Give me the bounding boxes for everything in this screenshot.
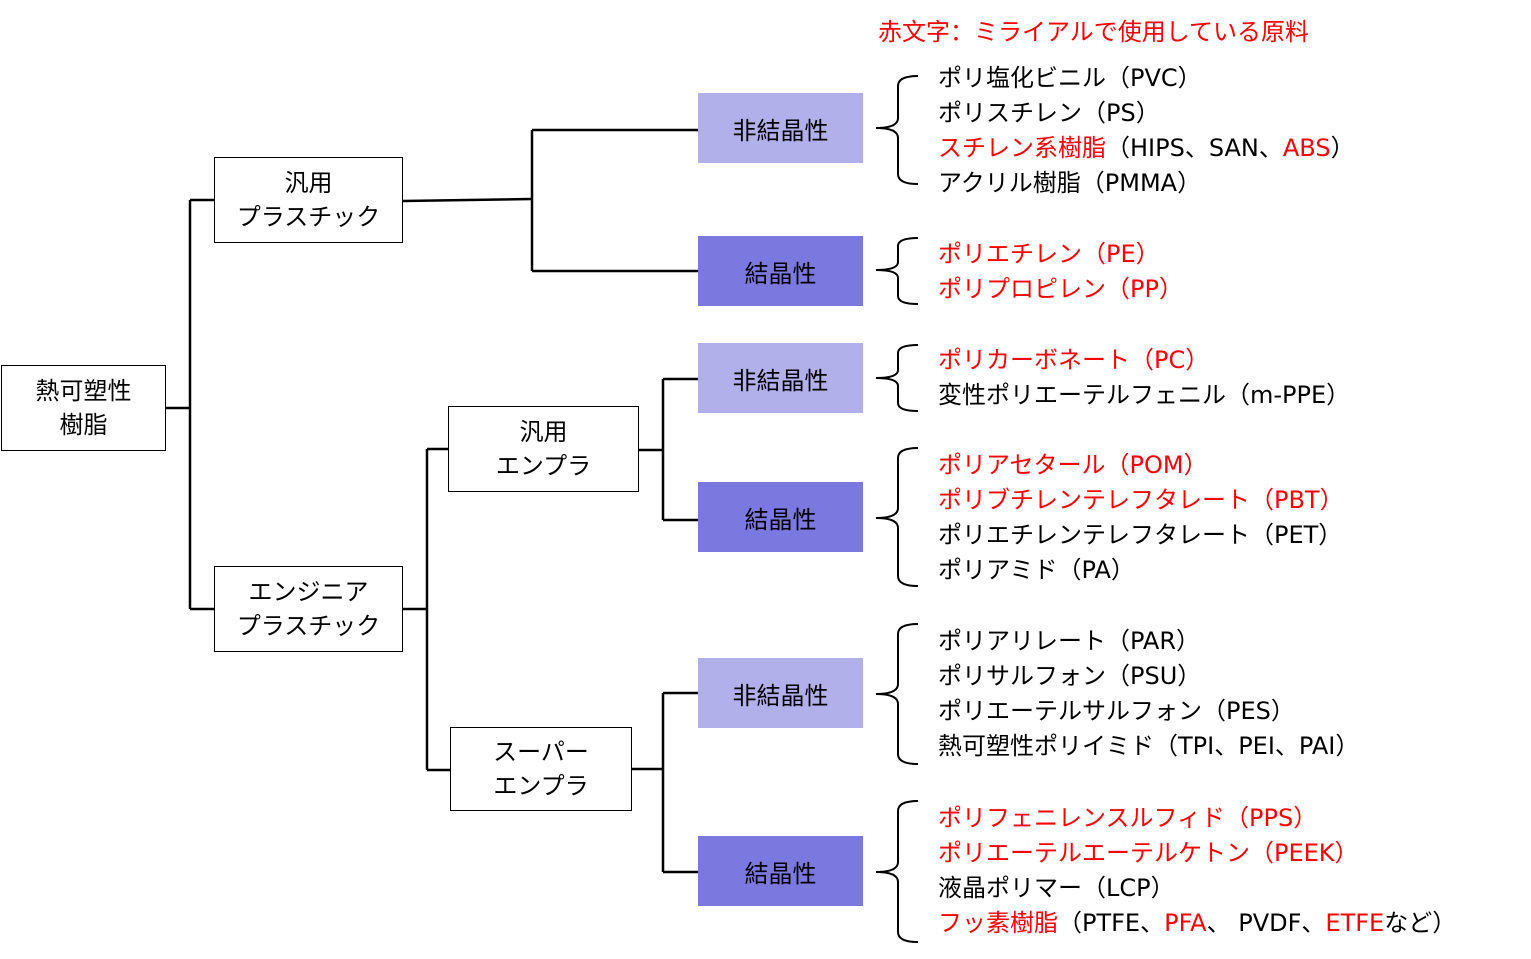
material-text-used: ポリエーテルエーテルケトン（PEEK） bbox=[938, 839, 1359, 867]
general-engpla-crystalline-box: 結晶性 bbox=[698, 482, 863, 552]
super-engpla-amorphous-list: ポリアリレート（PAR） ポリサルフォン（PSU） ポリエーテルサルフォン（PES）… bbox=[938, 624, 1359, 764]
material-item: ポリサルフォン（PSU） bbox=[938, 659, 1359, 694]
root-node-label-2: 樹脂 bbox=[59, 411, 108, 439]
left-brace bbox=[875, 623, 919, 765]
general-plastic-crystalline-box: 結晶性 bbox=[698, 236, 863, 306]
root-node-label-1: 熱可塑性 bbox=[35, 377, 132, 405]
general-plastic-amorphous-box: 非結晶性 bbox=[698, 93, 863, 163]
material-item: ポリエチレンテレフタレート（PET） bbox=[938, 518, 1344, 553]
general-plastic-label-1: 汎用 bbox=[284, 169, 333, 197]
general-plastic-amorphous-list: ポリ塩化ビニル（PVC） ポリスチレン（PS） スチレン系樹脂（HIPS、SAN、A… bbox=[938, 61, 1355, 201]
material-item: 液晶ポリマー（LCP） bbox=[938, 871, 1456, 906]
material-text: 液晶ポリマー（LCP） bbox=[938, 874, 1175, 902]
material-item: ポリアセタール（POM） bbox=[938, 448, 1344, 483]
general-plastic-crystalline-list: ポリエチレン（PE） ポリプロピレン（PP） bbox=[938, 237, 1183, 307]
material-text: ） bbox=[1330, 134, 1355, 162]
material-text: （HIPS、SAN、 bbox=[1106, 134, 1283, 162]
engineering-plastic-node: エンジニア プラスチック bbox=[214, 566, 403, 652]
material-text-used: ABS bbox=[1282, 134, 1331, 162]
material-text: ポリアミド（PA） bbox=[938, 556, 1135, 584]
general-engpla-label-2: エンプラ bbox=[495, 452, 592, 480]
material-text: （PTFE、 bbox=[1058, 909, 1165, 937]
material-text-used: ポリアセタール（POM） bbox=[938, 451, 1208, 479]
material-item: スチレン系樹脂（HIPS、SAN、ABS） bbox=[938, 131, 1355, 166]
material-item: ポリ塩化ビニル（PVC） bbox=[938, 61, 1355, 96]
material-item: ポリアリレート（PAR） bbox=[938, 624, 1359, 659]
material-text-used: ポリプロピレン（PP） bbox=[938, 275, 1183, 303]
material-item: ポリエーテルサルフォン（PES） bbox=[938, 694, 1359, 729]
material-text: アクリル樹脂（PMMA） bbox=[938, 169, 1202, 197]
super-engpla-node: スーパー エンプラ bbox=[450, 727, 632, 811]
general-engpla-amorphous-box: 非結晶性 bbox=[698, 343, 863, 413]
left-brace bbox=[875, 344, 919, 412]
material-item: ポリエーテルエーテルケトン（PEEK） bbox=[938, 836, 1456, 871]
material-item: ポリエチレン（PE） bbox=[938, 237, 1183, 272]
super-engpla-label-1: スーパー bbox=[493, 738, 589, 766]
material-item: アクリル樹脂（PMMA） bbox=[938, 166, 1355, 201]
root-node: 熱可塑性 樹脂 bbox=[1, 365, 166, 451]
engineering-plastic-label-2: プラスチック bbox=[236, 612, 381, 640]
general-engpla-crystalline-list: ポリアセタール（POM） ポリブチレンテレフタレート（PBT） ポリエチレンテレフタ… bbox=[938, 448, 1344, 588]
material-text-used: ポリブチレンテレフタレート（PBT） bbox=[938, 486, 1344, 514]
super-engpla-crystalline-box: 結晶性 bbox=[698, 836, 863, 906]
material-item: 変性ポリエーテルフェニル（m-PPE） bbox=[938, 378, 1350, 413]
material-text: ポリサルフォン（PSU） bbox=[938, 662, 1202, 690]
general-plastic-node: 汎用 プラスチック bbox=[214, 157, 403, 243]
material-item: ポリブチレンテレフタレート（PBT） bbox=[938, 483, 1344, 518]
material-text: ポリエチレンテレフタレート（PET） bbox=[938, 521, 1343, 549]
material-text-used: スチレン系樹脂 bbox=[938, 134, 1106, 162]
left-brace bbox=[875, 75, 919, 185]
connector bbox=[402, 197, 533, 203]
super-engpla-label-2: エンプラ bbox=[493, 772, 589, 800]
left-brace bbox=[875, 237, 919, 305]
material-text: ポリアリレート（PAR） bbox=[938, 627, 1201, 655]
material-item: ポリカーボネート（PC） bbox=[938, 343, 1350, 378]
material-text-used: ポリエチレン（PE） bbox=[938, 240, 1160, 268]
material-text: など） bbox=[1384, 909, 1457, 937]
material-text: 変性ポリエーテルフェニル（m-PPE） bbox=[938, 381, 1351, 409]
material-text: 熱可塑性ポリイミド（TPI、PEI、PAI） bbox=[938, 732, 1360, 760]
general-engpla-label-1: 汎用 bbox=[519, 418, 568, 446]
general-plastic-label-2: プラスチック bbox=[236, 203, 381, 231]
material-text-used: フッ素樹脂 bbox=[938, 909, 1058, 937]
material-item: ポリプロピレン（PP） bbox=[938, 272, 1183, 307]
material-text: ポリ塩化ビニル（PVC） bbox=[938, 64, 1202, 92]
material-text: 、 PVDF、 bbox=[1206, 909, 1326, 937]
left-brace bbox=[875, 447, 919, 587]
super-engpla-crystalline-list: ポリフェニレンスルフィド（PPS） ポリエーテルエーテルケトン（PEEK） 液晶ポリ… bbox=[938, 801, 1456, 941]
material-item: 熱可塑性ポリイミド（TPI、PEI、PAI） bbox=[938, 729, 1359, 764]
legend-note: 赤文字：ミライアルで使用している原料 bbox=[878, 18, 1310, 46]
general-engpla-amorphous-list: ポリカーボネート（PC） 変性ポリエーテルフェニル（m-PPE） bbox=[938, 343, 1350, 413]
material-text-used: PFA bbox=[1164, 909, 1207, 937]
super-engpla-amorphous-box: 非結晶性 bbox=[698, 658, 863, 728]
left-brace bbox=[875, 800, 919, 943]
material-text: ポリスチレン（PS） bbox=[938, 99, 1160, 127]
material-text-used: ポリカーボネート（PC） bbox=[938, 346, 1210, 374]
material-item: ポリフェニレンスルフィド（PPS） bbox=[938, 801, 1456, 836]
material-text-used: ポリフェニレンスルフィド（PPS） bbox=[938, 804, 1318, 832]
material-item: ポリアミド（PA） bbox=[938, 553, 1344, 588]
material-item: ポリスチレン（PS） bbox=[938, 96, 1355, 131]
material-text: ポリエーテルサルフォン（PES） bbox=[938, 697, 1295, 725]
general-engpla-node: 汎用 エンプラ bbox=[448, 406, 639, 492]
material-item: フッ素樹脂（PTFE、PFA、 PVDF、ETFEなど） bbox=[938, 906, 1456, 941]
material-text-used: ETFE bbox=[1325, 909, 1385, 937]
engineering-plastic-label-1: エンジニア bbox=[248, 578, 369, 606]
